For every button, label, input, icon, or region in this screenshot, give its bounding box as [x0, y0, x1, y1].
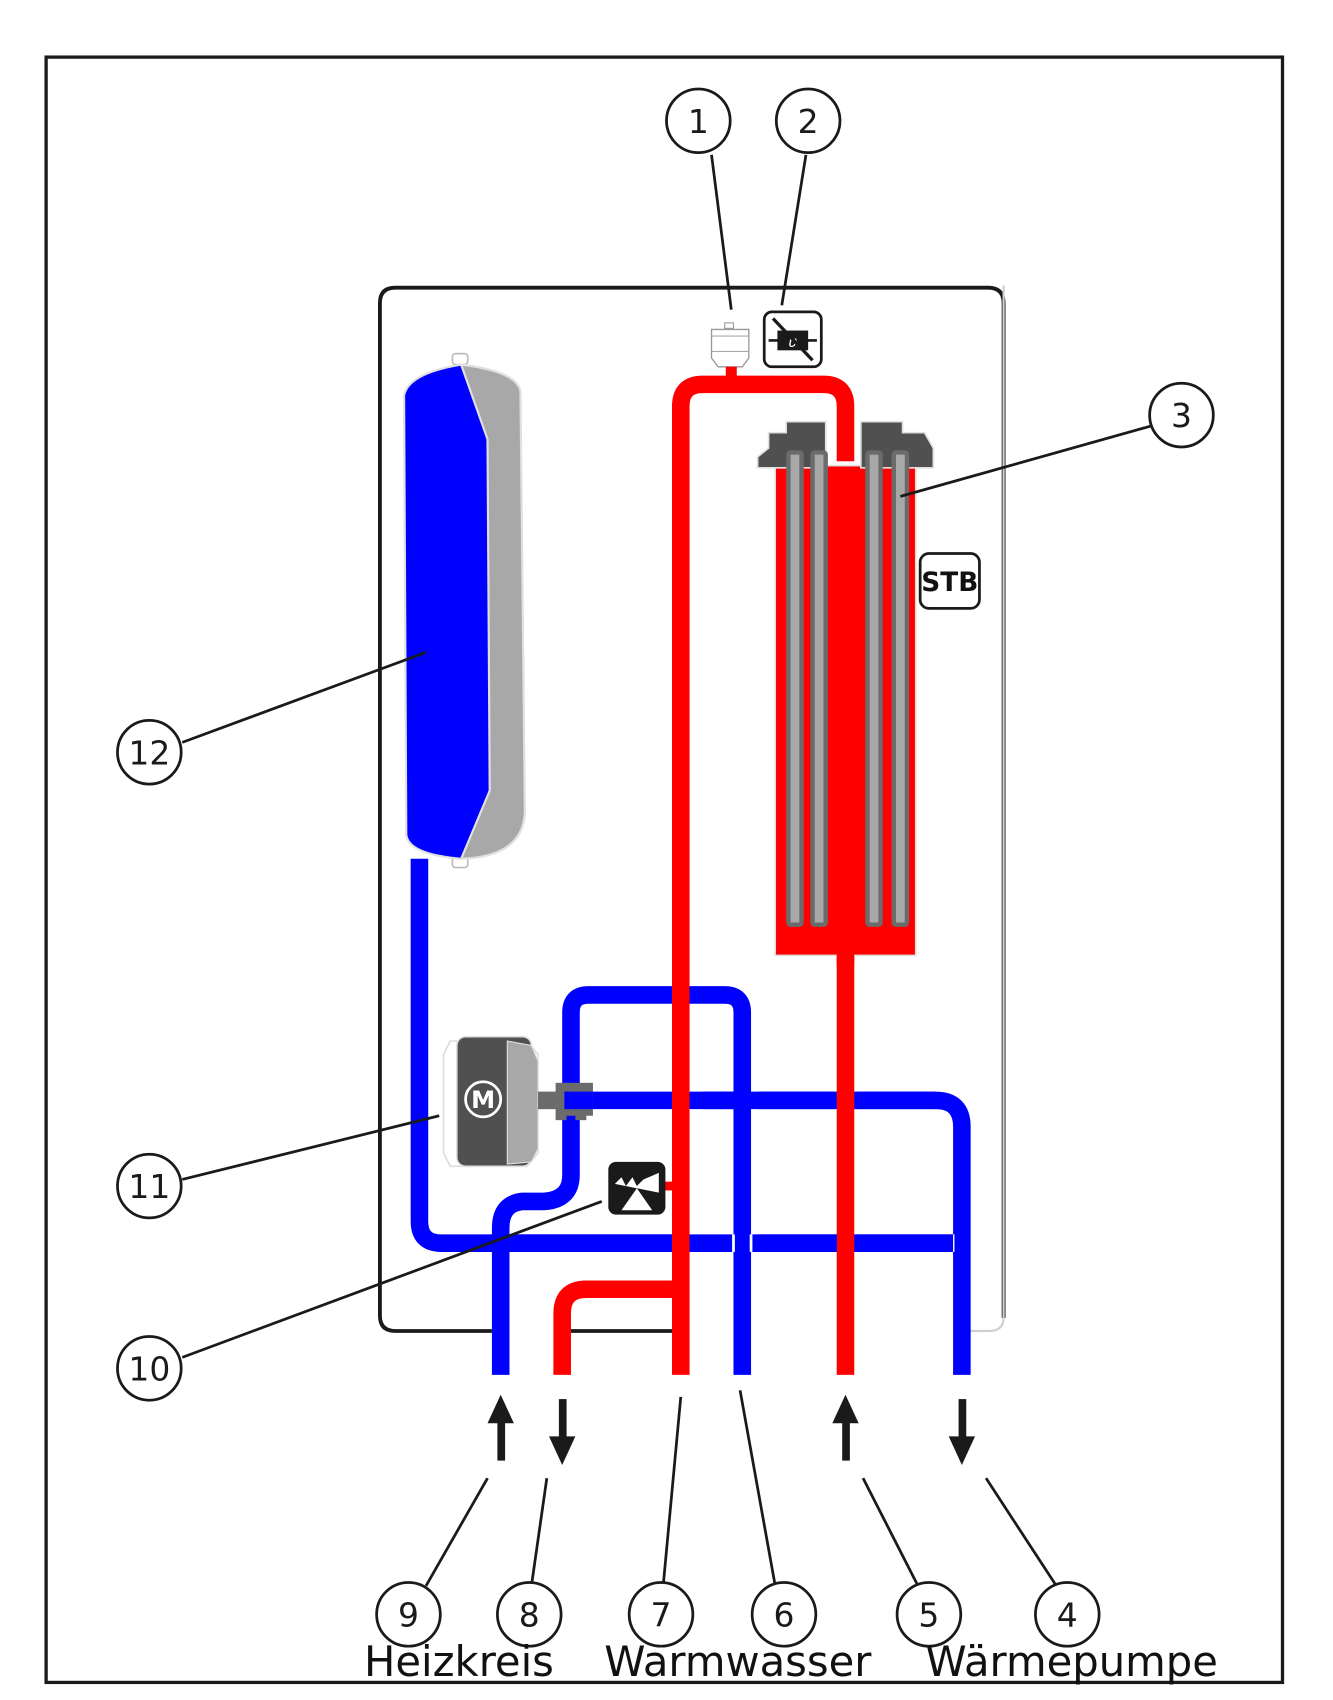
flow-arrows — [487, 1394, 976, 1465]
svg-text:3: 3 — [1171, 396, 1192, 435]
arrow-up-heat-pump-flow — [832, 1394, 859, 1461]
hot-water-flow-pipe — [671, 375, 855, 1375]
housing-left-top-bottom — [377, 285, 1006, 1333]
callout-6[interactable]: 6 — [750, 1581, 818, 1648]
air-vent[interactable] — [710, 322, 750, 378]
callout-12[interactable]: 12 — [116, 719, 183, 786]
vessel-top-nipple — [451, 352, 469, 366]
callout-1[interactable]: 1 — [665, 87, 732, 155]
motor-symbol — [464, 1080, 503, 1119]
valve-flange-bottom-right — [575, 1113, 587, 1121]
safety-valve[interactable] — [608, 1161, 666, 1215]
hot-pipes — [553, 375, 855, 1375]
heating-return-pipe — [491, 1109, 580, 1375]
blue-crossover — [516, 1091, 954, 1252]
callout-7[interactable]: 7 — [627, 1581, 695, 1648]
hot-water-return-pipe — [562, 986, 752, 1375]
callout-4[interactable]: 4 — [1034, 1581, 1101, 1648]
callouts: 1 2 3 4 5 6 7 8 9 10 11 12 — [116, 87, 1215, 1648]
svg-text:10: 10 — [128, 1349, 170, 1388]
callout-5[interactable]: 5 — [895, 1581, 963, 1648]
svg-text:11: 11 — [128, 1167, 170, 1206]
callout-2[interactable]: 2 — [774, 87, 842, 155]
svg-text:5: 5 — [918, 1595, 939, 1634]
heating-rods — [786, 450, 910, 927]
callout-3[interactable]: 3 — [1148, 381, 1215, 449]
three-way-valve[interactable]: M — [442, 1035, 593, 1168]
group-label-heating-circuit: Heizkreis — [364, 1637, 554, 1686]
heating-flow-pipe — [553, 1280, 681, 1375]
housing-right-faint — [966, 285, 1005, 1333]
vessel-connection-pipe — [410, 858, 962, 1252]
svg-text:1: 1 — [688, 102, 709, 141]
callout-8[interactable]: 8 — [496, 1581, 563, 1648]
motor-cap — [506, 1040, 539, 1165]
vessel-gas-side — [459, 363, 526, 860]
svg-text:9: 9 — [398, 1595, 419, 1634]
valve-stem — [538, 1091, 558, 1110]
arrow-down-heat-pump-return — [948, 1399, 976, 1465]
stb-box[interactable] — [918, 552, 981, 610]
outer-frame — [44, 55, 1285, 1685]
electric-heater — [756, 420, 935, 965]
callout-11[interactable]: 11 — [116, 1152, 183, 1220]
callout-10[interactable]: 10 — [116, 1335, 183, 1402]
svg-text:2: 2 — [798, 102, 819, 141]
motor-label: M — [471, 1086, 495, 1114]
valve-inner-flow — [564, 1091, 593, 1110]
svg-text:12: 12 — [128, 733, 170, 772]
svg-text:8: 8 — [519, 1595, 540, 1634]
stb-limiter[interactable]: STB — [918, 552, 981, 610]
expansion-vessel — [402, 352, 526, 869]
temperature-sensor[interactable]: υ — [762, 310, 823, 369]
cold-pipes — [410, 858, 971, 1375]
stb-label: STB — [921, 568, 978, 598]
arrow-down-heating-flow — [549, 1399, 576, 1465]
svg-text:7: 7 — [651, 1595, 672, 1634]
heater-center-channel — [836, 467, 855, 952]
svg-text:6: 6 — [774, 1595, 795, 1634]
svg-text:υ: υ — [788, 333, 797, 351]
vessel-water-side — [402, 363, 491, 860]
svg-text:4: 4 — [1057, 1595, 1078, 1634]
group-label-heat-pump: Wärmepumpe — [925, 1637, 1218, 1686]
callout-9[interactable]: 9 — [375, 1581, 442, 1648]
leader-lines — [181, 154, 1152, 1587]
arrow-up-heating-return — [487, 1394, 514, 1461]
group-label-hot-water: Warmwasser — [604, 1637, 872, 1686]
valve-flange-bottom-left — [555, 1113, 567, 1121]
heat-pump-return-pipe — [570, 1091, 971, 1375]
